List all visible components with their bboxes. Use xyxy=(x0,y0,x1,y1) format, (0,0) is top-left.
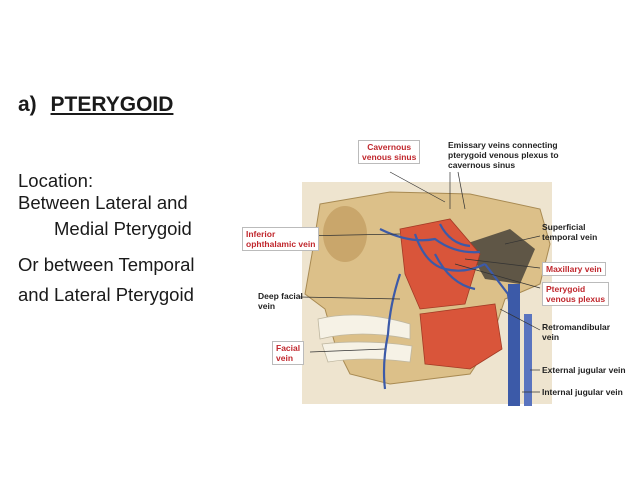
inferior-ophthalmic-vein-label: Inferior ophthalamic vein xyxy=(242,227,320,251)
label-line: Emissary veins connecting xyxy=(448,140,558,150)
label-line: vein xyxy=(276,353,294,363)
location-line-4: and Lateral Pterygoid xyxy=(18,284,194,305)
cavernous-sinus-label: Cavernous venous sinus xyxy=(358,140,421,164)
location-line-1: Between Lateral and xyxy=(18,192,188,213)
label-line: venous plexus xyxy=(546,294,606,304)
anatomy-figure: Cavernous venous sinus Emissary veins co… xyxy=(240,134,638,409)
label-line: cavernous sinus xyxy=(448,160,516,170)
external-jugular-vein-label: External jugular vein xyxy=(542,365,626,375)
jugular-vein xyxy=(508,284,520,406)
label-line: Maxillary vein xyxy=(546,264,602,274)
lower-teeth xyxy=(321,341,413,363)
label-line: Facial xyxy=(276,343,301,353)
location-line-3: Or between Temporal xyxy=(18,254,195,275)
label-line: vein xyxy=(542,332,560,342)
temporal-fossa xyxy=(465,229,535,284)
external-jugular-vein xyxy=(524,314,532,406)
superficial-temporal-vein-label: Superficial temporal vein xyxy=(542,222,597,242)
masseter-muscle xyxy=(419,303,503,370)
emissary-veins-label: Emissary veins connecting pterygoid veno… xyxy=(448,140,559,170)
label-line: Retromandibular xyxy=(542,322,611,332)
label-line: External jugular vein xyxy=(542,365,626,375)
label-line: ophthalamic vein xyxy=(246,239,316,249)
label-line: vein xyxy=(258,301,276,311)
location-label: Location: xyxy=(18,170,94,191)
deep-facial-vein-label: Deep facial vein xyxy=(258,291,303,311)
heading-title: PTERYGOID xyxy=(50,93,174,116)
location-line-2: Medial Pterygoid xyxy=(54,218,192,239)
retromandibular-vein-label: Retromandibular vein xyxy=(542,322,610,342)
label-line: Pterygoid xyxy=(546,284,586,294)
label-line: Deep facial xyxy=(258,291,303,301)
label-line: Inferior xyxy=(246,229,276,239)
label-leader-lines xyxy=(297,171,541,393)
label-line: Cavernous xyxy=(367,142,412,152)
label-line: venous sinus xyxy=(362,152,417,162)
pterygoid-venous-plexus-label: Pterygoid venous plexus xyxy=(542,282,610,306)
heading-prefix: a) xyxy=(18,93,37,116)
label-line: pterygoid venous plexus to xyxy=(448,150,559,160)
slide-heading: a) PTERYGOID xyxy=(18,93,173,117)
internal-jugular-vein-label: Internal jugular vein xyxy=(542,387,623,397)
facial-vein-label: Facial vein xyxy=(272,341,305,365)
label-line: Internal jugular vein xyxy=(542,387,623,397)
orbit xyxy=(323,206,367,262)
label-line: Superficial xyxy=(542,222,586,232)
maxillary-vein-label: Maxillary vein xyxy=(542,262,606,276)
skull-illustration xyxy=(297,171,552,406)
label-line: temporal vein xyxy=(542,232,598,242)
